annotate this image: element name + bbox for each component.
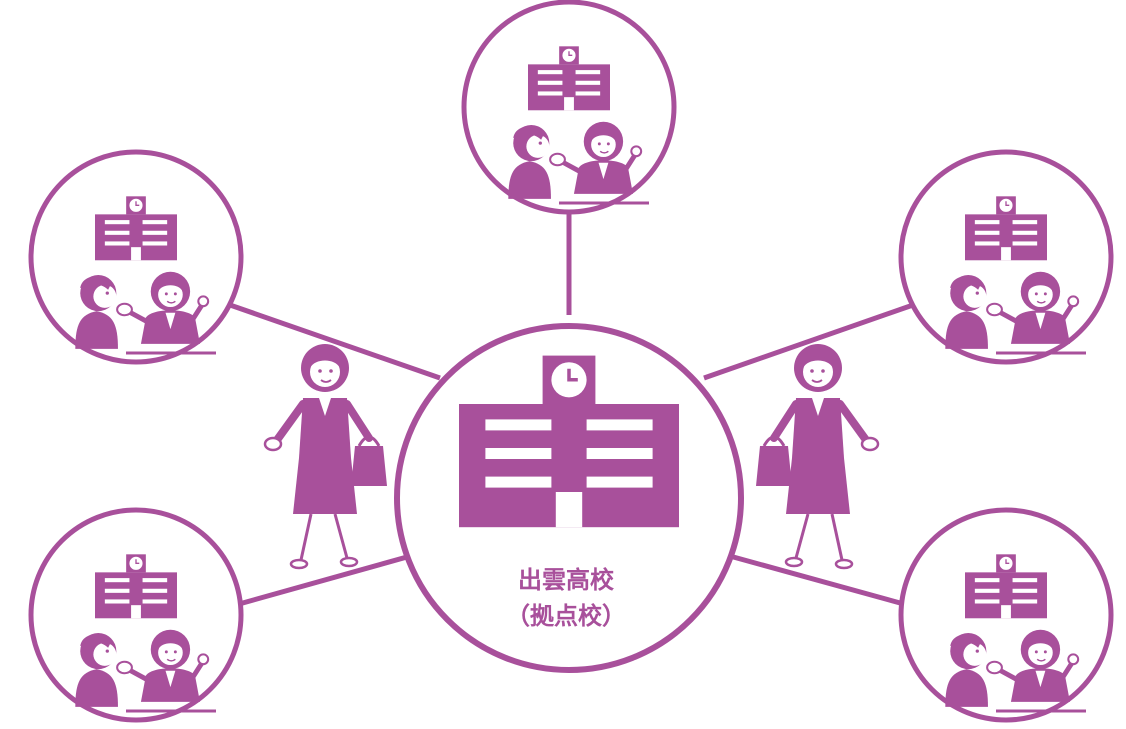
connector-right-top — [703, 302, 914, 381]
walking-teacher-icon-left — [265, 344, 387, 568]
satellite-school-left-top — [31, 152, 241, 362]
connector-left-top — [229, 302, 441, 381]
satellite-school-right-bottom — [901, 510, 1111, 720]
walking-teacher-icon-right — [756, 344, 878, 568]
connector-left-bottom — [231, 547, 433, 609]
satellite-school-right-top — [901, 152, 1111, 362]
connector-lines — [229, 187, 914, 609]
hub-school — [394, 323, 744, 673]
satellite-school-top — [464, 2, 674, 212]
hub-label-type: （拠点校） — [506, 602, 626, 630]
connector-right-bottom — [707, 547, 912, 609]
satellite-school-left-bottom — [31, 510, 241, 720]
hub-label-name: 出雲高校 — [518, 566, 614, 594]
